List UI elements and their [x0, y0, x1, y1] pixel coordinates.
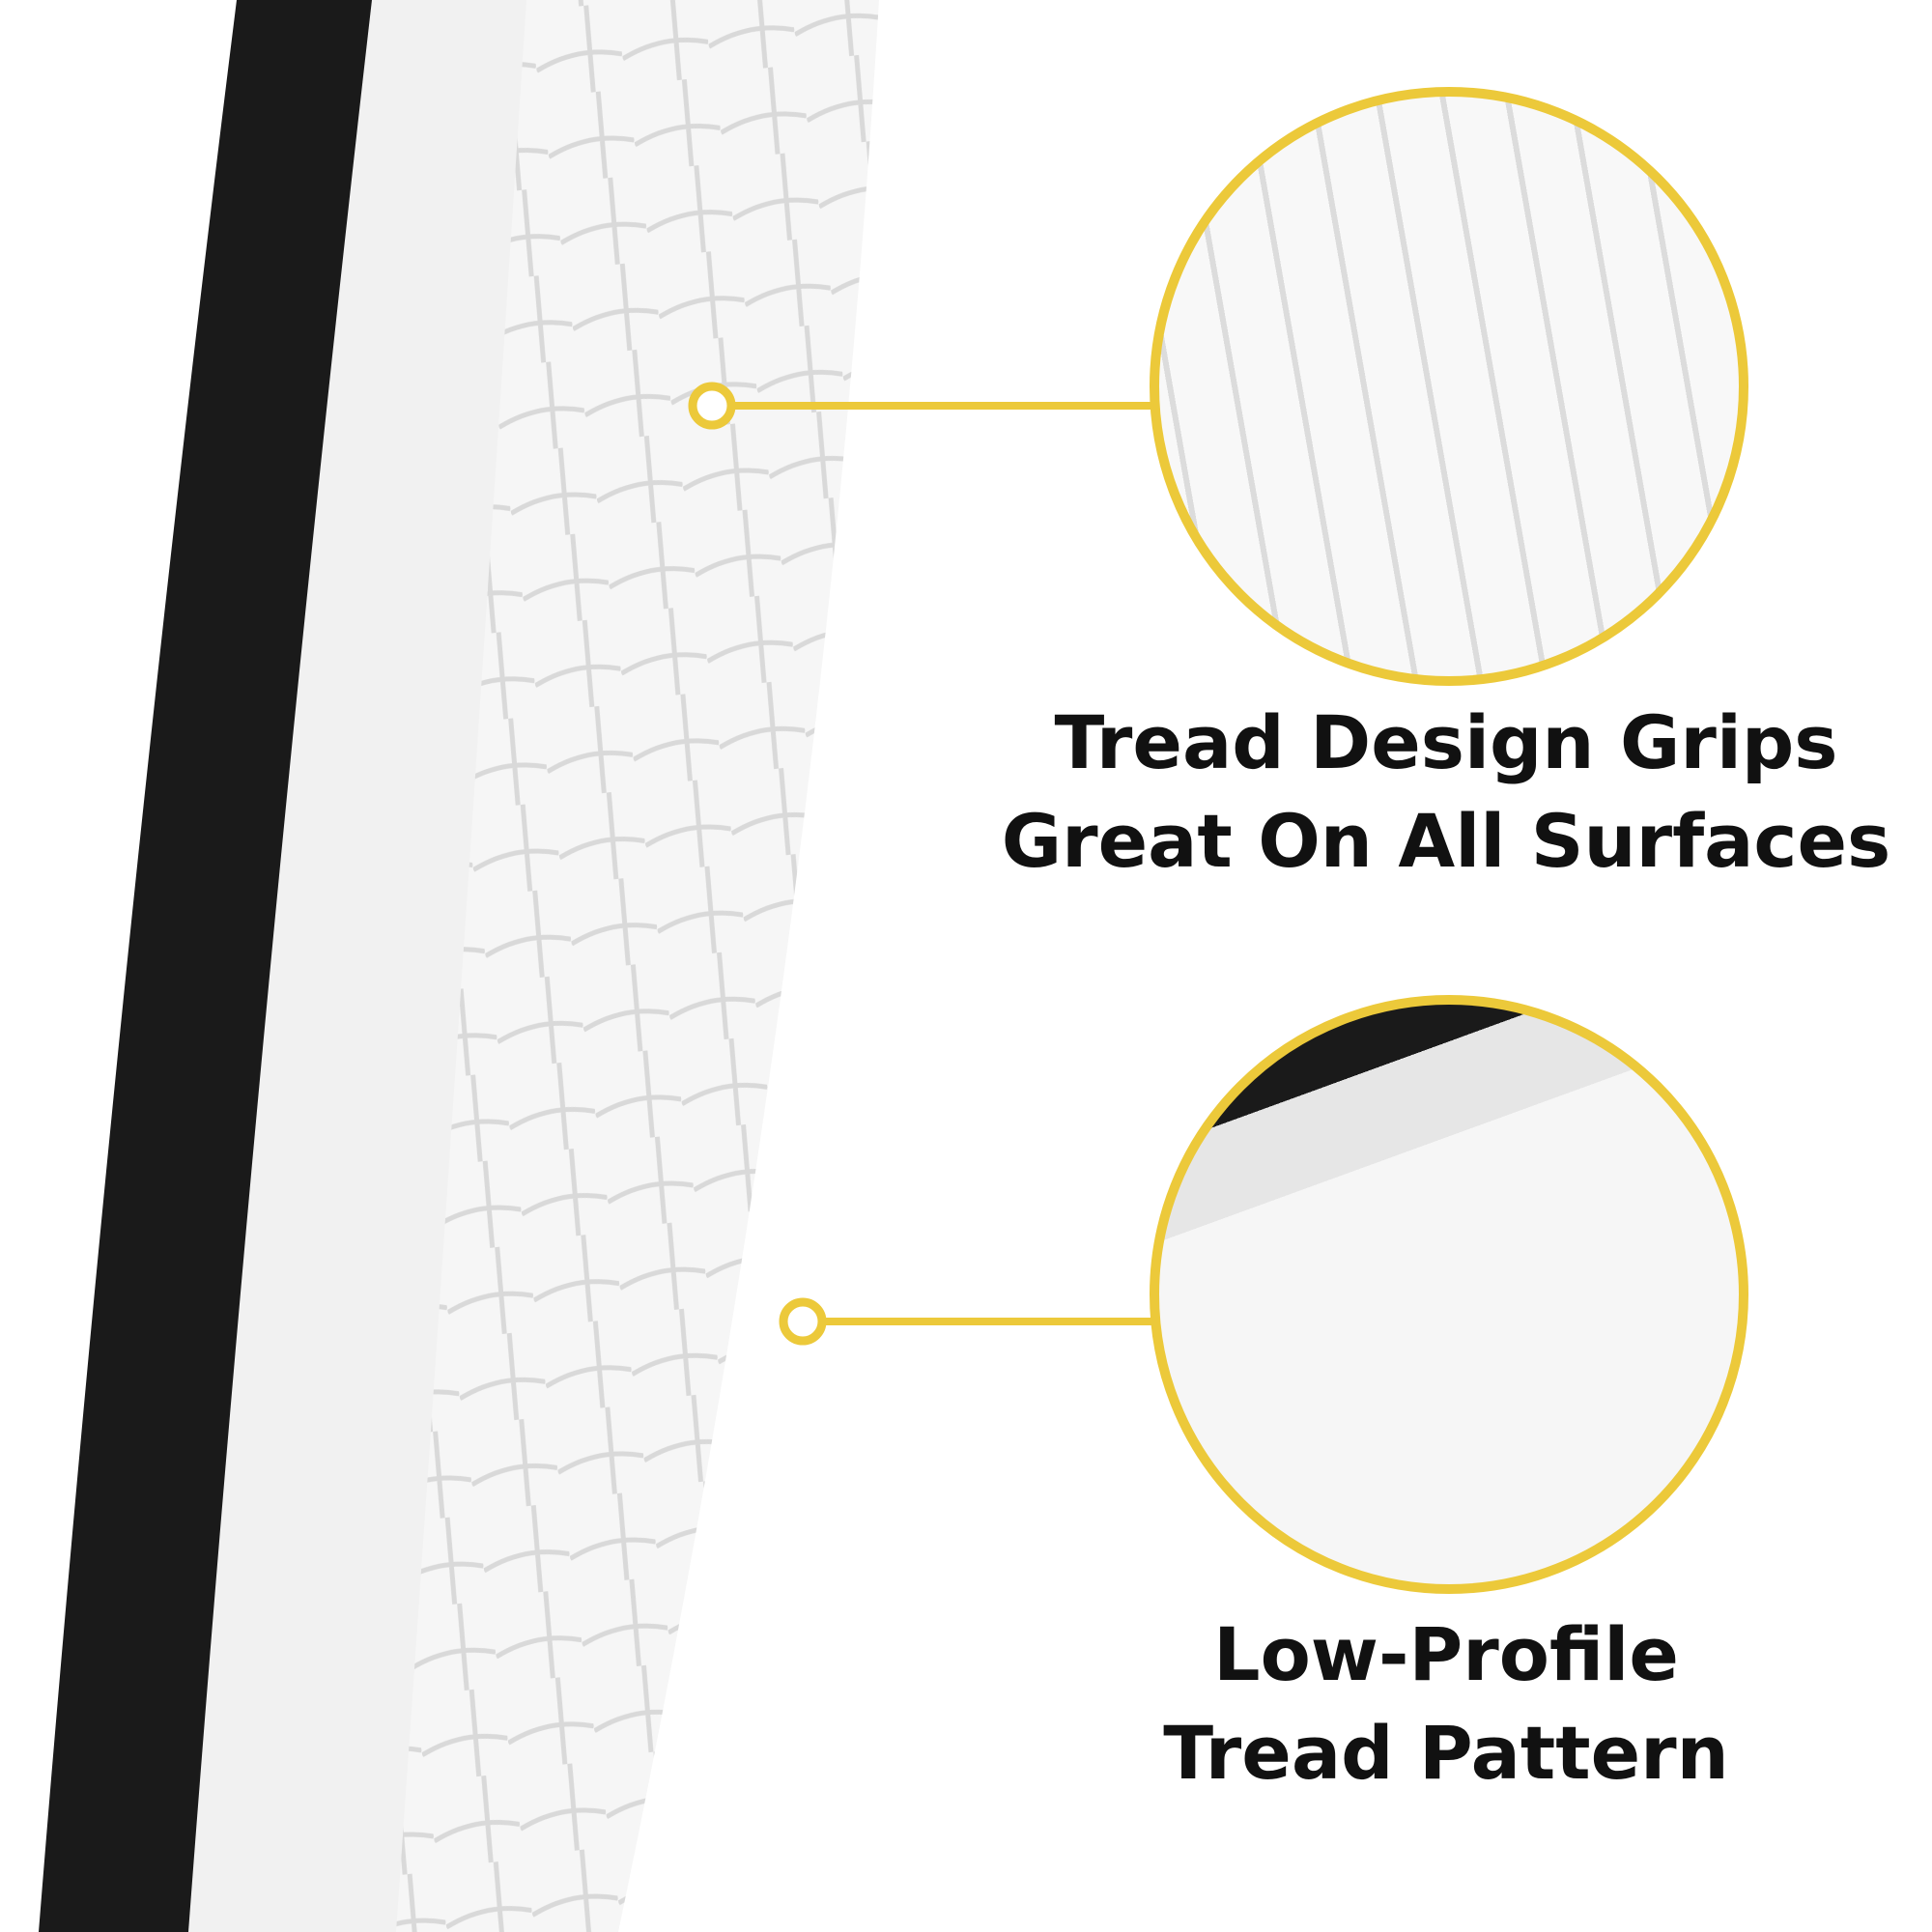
tread-closeup-image — [1150, 87, 1748, 686]
tire-sidewall — [188, 0, 536, 1932]
callout-caption-2: Low-Profile Tread Pattern — [963, 1605, 1929, 1803]
caption-line: Tread Design Grips — [1054, 699, 1838, 785]
caption-line: Tread Pattern — [1163, 1710, 1729, 1796]
tire-tread — [396, 0, 879, 1932]
rim — [39, 0, 386, 1932]
caption-line: Great On All Surfaces — [1001, 798, 1891, 884]
profile-closeup-image — [1150, 995, 1748, 1594]
callout-dot-2 — [779, 1297, 827, 1346]
caption-line: Low-Profile — [1213, 1611, 1679, 1697]
callout-dot-1 — [688, 382, 736, 430]
callout-caption-1: Tread Design Grips Great On All Surfaces — [963, 694, 1929, 891]
